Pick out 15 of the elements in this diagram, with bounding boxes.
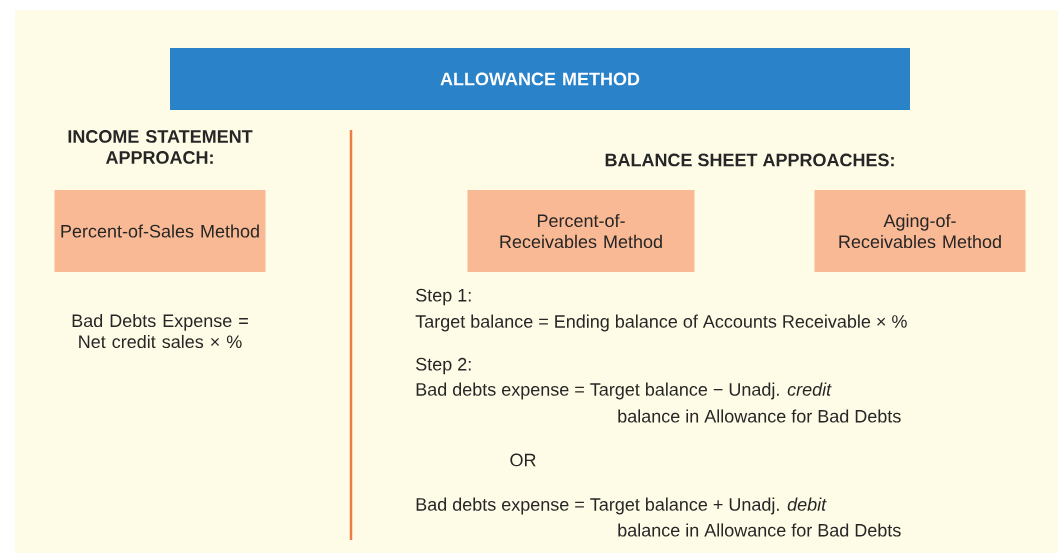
formula-text: Target balance = Ending balance of Accounts Receivable × % bbox=[415, 314, 907, 332]
method-box: Percent-of-Sales Method bbox=[54, 190, 266, 272]
section-heading: INCOME STATEMENT APPROACH: bbox=[68, 130, 253, 164]
step-label: Step 1: bbox=[416, 288, 471, 306]
section-heading: BALANCE SHEET APPROACHES: bbox=[605, 153, 894, 167]
method-box: Aging-of-Receivables Method bbox=[814, 190, 1026, 272]
formula-text: Bad Debts Expense = Net credit sales × % bbox=[72, 313, 248, 349]
formula-text: Bad debts expense = Target balance + Unadj. debit bbox=[416, 497, 827, 515]
formula-text: Bad debts expense = Target balance − Unadj. credit bbox=[416, 382, 832, 400]
title-bar: ALLOWANCE METHOD bbox=[170, 48, 910, 110]
method-box: Percent-of-Receivables Method bbox=[467, 190, 695, 272]
step-label: Step 2: bbox=[416, 357, 471, 375]
or-label: OR bbox=[510, 453, 536, 467]
formula-text: balance in Allowance for Bad Debts bbox=[618, 523, 901, 537]
formula-text: balance in Allowance for Bad Debts bbox=[618, 409, 901, 423]
